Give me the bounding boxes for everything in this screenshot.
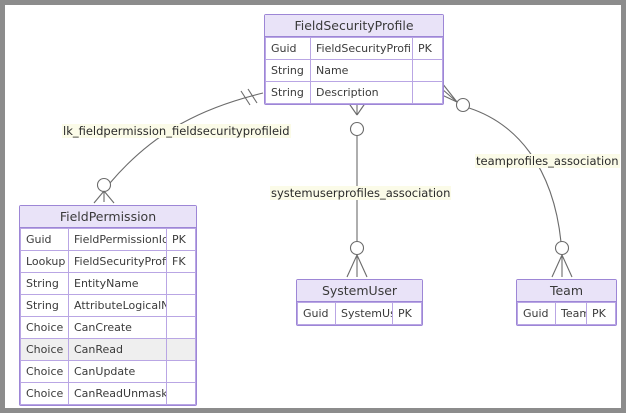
connector-lk-fieldpermission-fieldsecurityprofileid (93, 88, 264, 204)
attribute-type: String (20, 294, 69, 317)
attribute-row-selected[interactable]: Choice CanRead (20, 338, 196, 361)
attribute-key: PK (166, 228, 196, 251)
entity-title-system-user: SystemUser (297, 280, 422, 302)
attribute-type: Guid (297, 302, 336, 325)
attribute-row[interactable]: String AttributeLogicalName (20, 294, 196, 317)
attribute-row[interactable]: Guid FieldSecurityProfileId PK (265, 37, 443, 60)
relationship-label-lk-fieldpermission-fieldsecurityprofileid[interactable]: lk_fieldpermission_fieldsecurityprofilei… (62, 124, 291, 138)
attribute-key: PK (412, 37, 443, 60)
attribute-row[interactable]: Guid SystemUserId PK (297, 302, 422, 325)
attribute-type: Choice (20, 382, 69, 405)
attribute-table-field-security-profile: Guid FieldSecurityProfileId PK String Na… (265, 37, 443, 104)
attribute-row[interactable]: String Name (265, 59, 443, 82)
attribute-row[interactable]: Choice CanCreate (20, 316, 196, 339)
attribute-name: CanReadUnmasked (68, 382, 167, 405)
attribute-row[interactable]: Lookup FieldSecurityProfileId FK (20, 250, 196, 273)
attribute-key: FK (166, 250, 196, 273)
attribute-name: Description (310, 81, 413, 104)
attribute-row[interactable]: String Description (265, 81, 443, 104)
attribute-table-team: Guid TeamID PK (517, 302, 616, 325)
attribute-type: Guid (20, 228, 69, 251)
attribute-type: String (20, 272, 69, 295)
attribute-name: SystemUserId (335, 302, 393, 325)
attribute-key (166, 316, 196, 339)
entity-system-user[interactable]: SystemUser Guid SystemUserId PK (296, 279, 423, 326)
attribute-name: FieldSecurityProfileId (310, 37, 413, 60)
attribute-type: Guid (265, 37, 311, 60)
entity-team[interactable]: Team Guid TeamID PK (516, 279, 617, 326)
attribute-name: AttributeLogicalName (68, 294, 167, 317)
attribute-type: Lookup (20, 250, 69, 273)
attribute-key (412, 81, 443, 104)
attribute-type: Choice (20, 316, 69, 339)
entity-title-field-security-profile: FieldSecurityProfile (265, 15, 443, 37)
attribute-name: FieldPermissionId (68, 228, 167, 251)
attribute-row[interactable]: Choice CanReadUnmasked (20, 382, 196, 405)
attribute-name: Name (310, 59, 413, 82)
relationship-label-teamprofiles-association[interactable]: teamprofiles_association (475, 154, 620, 168)
attribute-name: CanUpdate (68, 360, 167, 383)
attribute-type: String (265, 59, 311, 82)
attribute-name: FieldSecurityProfileId (68, 250, 167, 273)
entity-title-team: Team (517, 280, 616, 302)
attribute-key (166, 338, 196, 361)
attribute-row[interactable]: String EntityName (20, 272, 196, 295)
attribute-row[interactable]: Guid TeamID PK (517, 302, 616, 325)
attribute-row[interactable]: Guid FieldPermissionId PK (20, 228, 196, 251)
entity-title-field-permission: FieldPermission (20, 206, 196, 228)
attribute-key (166, 294, 196, 317)
attribute-key (166, 360, 196, 383)
attribute-key (166, 382, 196, 405)
attribute-name: CanCreate (68, 316, 167, 339)
attribute-type: Guid (517, 302, 556, 325)
attribute-key (412, 59, 443, 82)
attribute-type: String (265, 81, 311, 104)
attribute-row[interactable]: Choice CanUpdate (20, 360, 196, 383)
attribute-name: EntityName (68, 272, 167, 295)
relationship-label-systemuserprofiles-association[interactable]: systemuserprofiles_association (270, 186, 452, 200)
attribute-key: PK (392, 302, 422, 325)
attribute-name: TeamID (555, 302, 587, 325)
entity-field-security-profile[interactable]: FieldSecurityProfile Guid FieldSecurityP… (264, 14, 444, 105)
attribute-type: Choice (20, 338, 69, 361)
attribute-table-system-user: Guid SystemUserId PK (297, 302, 422, 325)
connector-teamprofiles-association (441, 82, 573, 278)
entity-field-permission[interactable]: FieldPermission Guid FieldPermissionId P… (19, 205, 197, 406)
attribute-key (166, 272, 196, 295)
attribute-table-field-permission: Guid FieldPermissionId PK Lookup FieldSe… (20, 228, 196, 405)
diagram-surface[interactable]: FieldSecurityProfile Guid FieldSecurityP… (5, 5, 621, 408)
attribute-name: CanRead (68, 338, 167, 361)
attribute-type: Choice (20, 360, 69, 383)
attribute-key: PK (586, 302, 616, 325)
